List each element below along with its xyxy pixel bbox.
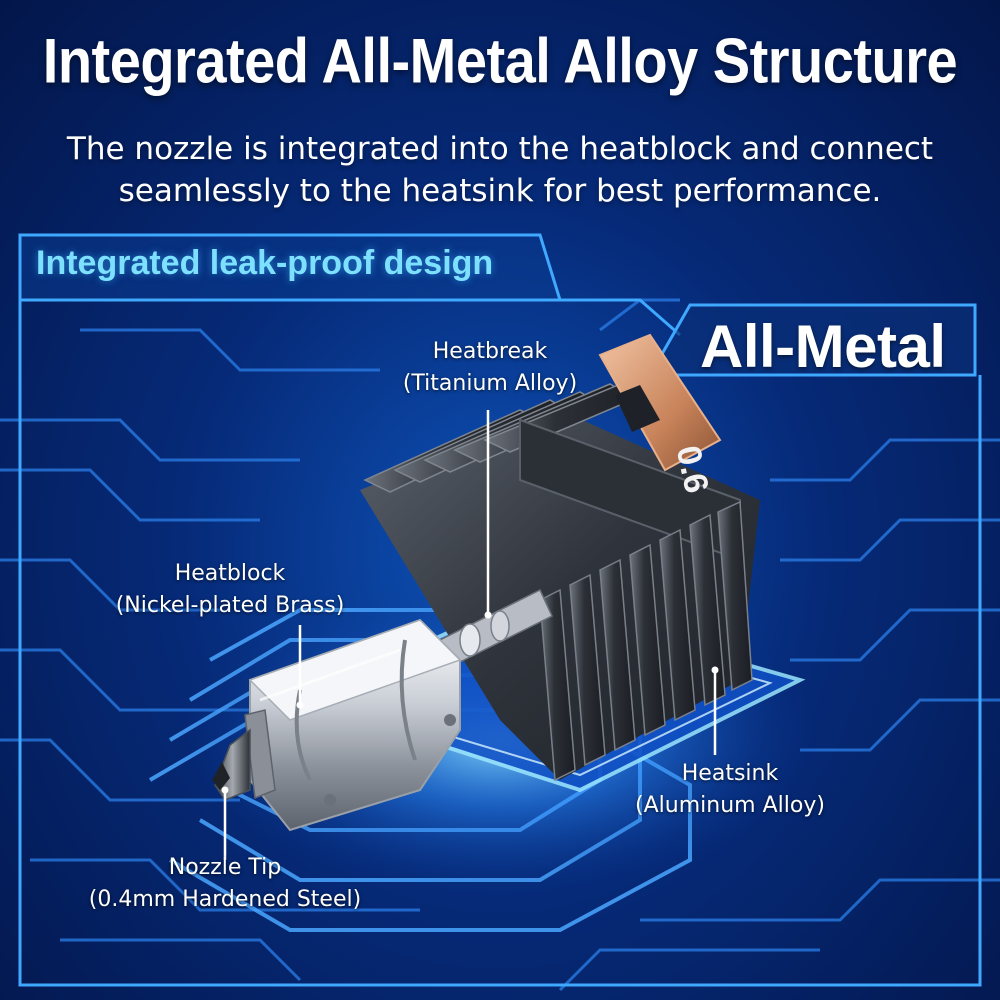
label-heatsink: Heatsink (Aluminum Alloy) — [590, 758, 870, 822]
heatsink — [360, 333, 760, 782]
feature-tab-panel — [18, 233, 982, 987]
heatblock — [248, 618, 462, 832]
callout-leader-lines — [223, 410, 717, 860]
label-nozzle-tip: Nozzle Tip (0.4mm Hardened Steel) — [50, 852, 400, 916]
label-nozzle-tip-material: (0.4mm Hardened Steel) — [88, 887, 362, 912]
heatbreak-tube — [439, 588, 553, 668]
label-heatsink-material: (Aluminum Alloy) — [635, 793, 825, 818]
label-heatblock-name: Heatblock — [174, 561, 286, 586]
all-metal-badge-box — [647, 303, 977, 377]
heatsink-lower-fins — [539, 500, 753, 782]
label-heatbreak-material: (Titanium Alloy) — [402, 371, 578, 396]
label-nozzle-tip-name: Nozzle Tip — [168, 855, 282, 880]
label-heatblock-material: (Nickel-plated Brass) — [115, 593, 345, 618]
label-heatbreak-name: Heatbreak — [432, 339, 548, 364]
feature-tab-text: Integrated leak-proof design — [36, 244, 494, 282]
headline: Integrated All-Metal Alloy Structure — [42, 25, 958, 97]
subheadline-line-1: The nozzle is integrated into the heatbl… — [66, 131, 934, 167]
label-heatsink-name: Heatsink — [681, 761, 779, 786]
nozzle-tip — [212, 709, 276, 801]
subheadline-line-2: seamlessly to the heatsink for best perf… — [118, 173, 882, 209]
copper-plate — [598, 333, 722, 472]
subheadline: The nozzle is integrated into the heatbl… — [0, 128, 1000, 212]
circuit-board-background — [0, 298, 1000, 992]
label-heatbreak: Heatbreak (Titanium Alloy) — [340, 336, 640, 400]
all-metal-badge: All-Metal — [700, 313, 946, 380]
label-heatblock: Heatblock (Nickel-plated Brass) — [70, 558, 390, 622]
